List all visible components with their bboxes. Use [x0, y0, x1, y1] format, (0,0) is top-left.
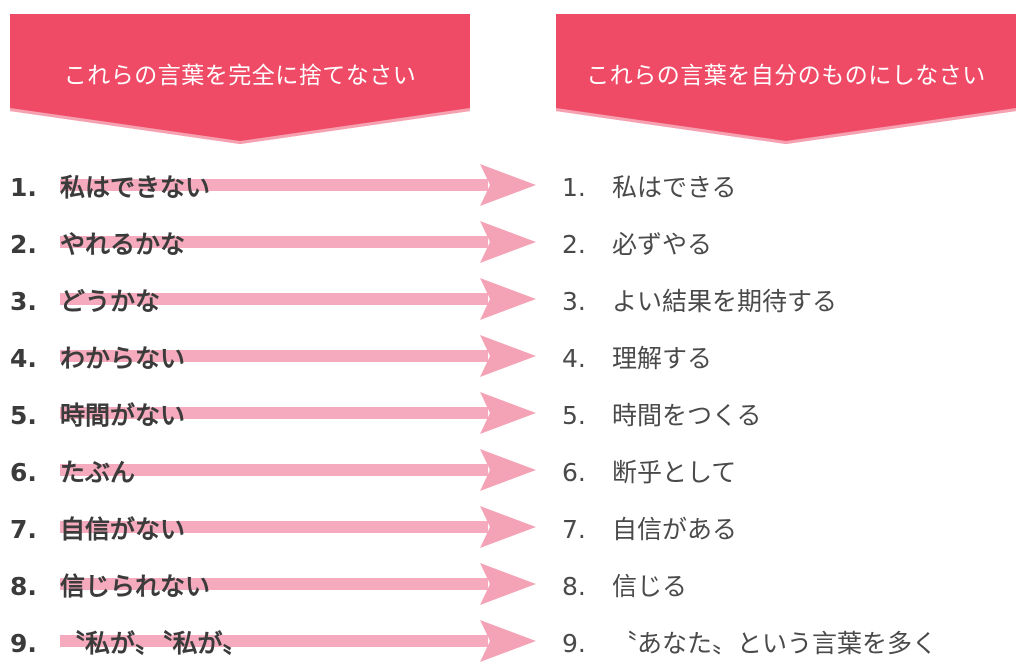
- item-number: 8.: [10, 572, 37, 601]
- discard-text: 自信がない: [60, 515, 186, 544]
- item-number: 1.: [562, 173, 586, 202]
- item-number: 8.: [562, 572, 586, 601]
- discard-phrase: 7. 自信がない: [10, 510, 185, 546]
- item-number: 7.: [10, 515, 37, 544]
- discard-text: 時間がない: [60, 401, 186, 430]
- list-row-1: 1. 私はできない 1. 私はできる: [0, 156, 1024, 213]
- item-number: 2.: [562, 230, 586, 259]
- arrow-right-icon: [60, 563, 536, 605]
- left-banner-shape: [10, 14, 470, 144]
- discard-phrase: 1. 私はできない: [10, 168, 210, 204]
- discard-text: わからない: [60, 344, 186, 373]
- arrow-right-icon: [60, 620, 536, 662]
- discard-text: 信じられない: [60, 572, 211, 601]
- discard-text: やれるかな: [60, 230, 186, 259]
- item-number: 1.: [10, 173, 37, 202]
- adopt-phrase: 8. 信じる: [562, 567, 687, 603]
- adopt-text: 信じる: [612, 572, 688, 601]
- discard-text: 私はできない: [60, 173, 211, 202]
- adopt-text: 理解する: [612, 344, 713, 373]
- arrow-right-icon: [60, 221, 536, 263]
- adopt-phrase: 5. 時間をつくる: [562, 396, 762, 432]
- list-row-8: 8. 信じられない 8. 信じる: [0, 555, 1024, 612]
- right-banner-shape: [556, 14, 1016, 144]
- item-number: 6.: [10, 458, 37, 487]
- discard-phrase: 6. たぶん: [10, 453, 135, 489]
- adopt-phrase: 7. 自信がある: [562, 510, 737, 546]
- arrow-right-icon: [60, 392, 536, 434]
- item-number: 5.: [562, 401, 586, 430]
- list-row-4: 4. わからない 4. 理解する: [0, 327, 1024, 384]
- adopt-text: 私はできる: [612, 173, 737, 202]
- list-row-5: 5. 時間がない 5. 時間をつくる: [0, 384, 1024, 441]
- adopt-phrase: 6. 断乎として: [562, 453, 736, 489]
- item-number: 9.: [562, 629, 586, 658]
- discard-text: どうかな: [60, 287, 161, 316]
- item-number: 9.: [10, 629, 37, 658]
- item-number: 7.: [562, 515, 586, 544]
- arrow-right-icon: [60, 164, 536, 206]
- item-number: 3.: [10, 287, 37, 316]
- discard-text: たぶん: [60, 458, 136, 487]
- adopt-phrase: 2. 必ずやる: [562, 225, 712, 261]
- adopt-text: 〝あなた〟という言葉を多く: [612, 629, 938, 658]
- list-row-3: 3. どうかな 3. よい結果を期待する: [0, 270, 1024, 327]
- adopt-text: 自信がある: [612, 515, 738, 544]
- item-number: 6.: [562, 458, 586, 487]
- discard-phrase: 2. やれるかな: [10, 225, 185, 261]
- list-row-9: 9. 〝私が〟〝私が〟 9. 〝あなた〟という言葉を多く: [0, 612, 1024, 669]
- adopt-phrase: 4. 理解する: [562, 339, 712, 375]
- left-header-title: これらの言葉を完全に捨てなさい: [63, 63, 417, 89]
- item-number: 5.: [10, 401, 37, 430]
- arrow-right-icon: [60, 449, 536, 491]
- arrow-right-icon: [60, 506, 536, 548]
- discard-phrase: 8. 信じられない: [10, 567, 210, 603]
- adopt-text: 断乎として: [612, 458, 737, 487]
- arrow-right-icon: [60, 278, 536, 320]
- adopt-text: 必ずやる: [612, 230, 713, 259]
- item-number: 2.: [10, 230, 37, 259]
- adopt-phrase: 1. 私はできる: [562, 168, 737, 204]
- discard-phrase: 3. どうかな: [10, 282, 160, 318]
- right-header-banner: これらの言葉を自分のものにしなさい: [556, 14, 1016, 144]
- item-number: 4.: [10, 344, 37, 373]
- right-header-title: これらの言葉を自分のものにしなさい: [586, 63, 986, 89]
- left-header-banner: これらの言葉を完全に捨てなさい: [10, 14, 470, 144]
- discard-phrase: 9. 〝私が〟〝私が〟: [10, 624, 248, 660]
- adopt-phrase: 9. 〝あなた〟という言葉を多く: [562, 624, 937, 660]
- adopt-phrase: 3. よい結果を期待する: [562, 282, 837, 318]
- discard-phrase: 4. わからない: [10, 339, 185, 375]
- list-row-7: 7. 自信がない 7. 自信がある: [0, 498, 1024, 555]
- arrow-right-icon: [60, 335, 536, 377]
- list-row-6: 6. たぶん 6. 断乎として: [0, 441, 1024, 498]
- list-row-2: 2. やれるかな 2. 必ずやる: [0, 213, 1024, 270]
- adopt-text: 時間をつくる: [612, 401, 762, 430]
- discard-text: 〝私が〟〝私が〟: [60, 629, 248, 658]
- item-number: 4.: [562, 344, 586, 373]
- discard-phrase: 5. 時間がない: [10, 396, 185, 432]
- adopt-text: よい結果を期待する: [612, 287, 838, 316]
- item-number: 3.: [562, 287, 586, 316]
